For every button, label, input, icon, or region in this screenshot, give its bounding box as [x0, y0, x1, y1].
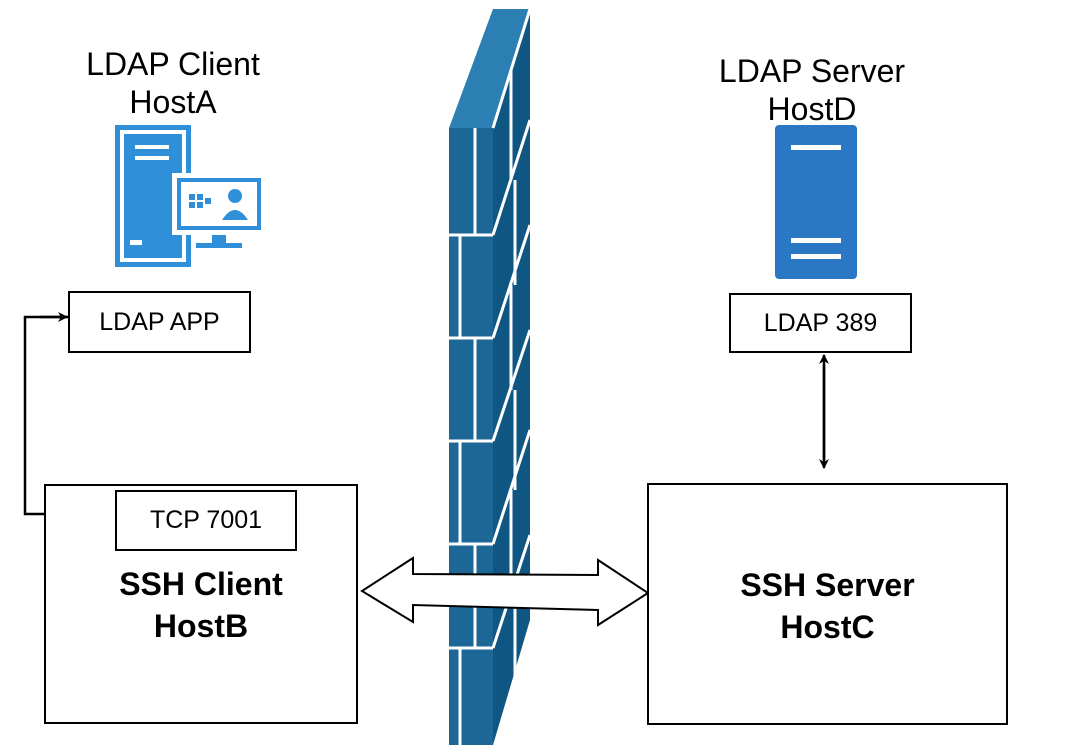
ldap-server-label: LDAP Server: [718, 53, 906, 89]
firewall-icon: [449, 8, 532, 745]
ldap-389-label: LDAP 389: [763, 308, 878, 337]
ldap-server-title: LDAP Server HostD: [692, 52, 932, 129]
ldap-client-title: LDAP Client HostA: [60, 45, 286, 122]
ldap-app-box: LDAP APP: [68, 291, 251, 353]
server-tower-icon: [775, 125, 857, 279]
ssh-server-title: SSH Server HostC: [649, 565, 1006, 648]
ldap-client-label: LDAP Client: [86, 46, 260, 82]
ldap-server-host: HostD: [767, 91, 857, 128]
ssh-server-label: SSH Server: [740, 567, 915, 603]
ssh-server-box: SSH Server HostC: [647, 483, 1008, 725]
ssh-server-host: HostC: [780, 608, 875, 645]
server-workstation-icon: [115, 125, 266, 267]
tcp-7001-label: TCP 7001: [149, 506, 263, 534]
ldap-app-label: LDAP APP: [99, 307, 220, 336]
ldap-389-box: LDAP 389: [729, 293, 912, 353]
ldap-client-host: HostA: [129, 84, 217, 121]
ssh-client-host: HostB: [153, 607, 249, 644]
ssh-client-label: SSH Client: [119, 566, 283, 602]
ssh-client-title: SSH Client HostB: [46, 564, 356, 647]
tcp-7001-box: TCP 7001: [115, 490, 297, 551]
